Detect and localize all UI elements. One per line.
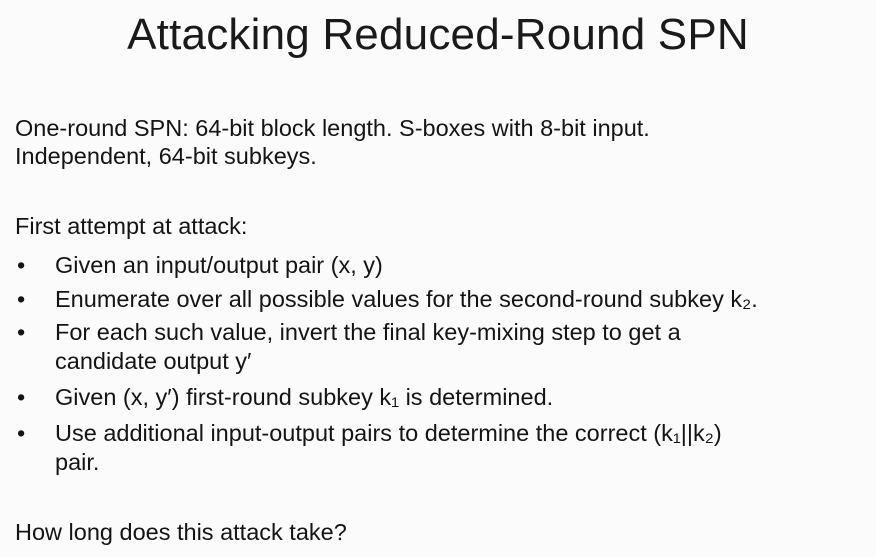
bullet-dot: • — [17, 319, 26, 345]
bullet-dot: • — [17, 420, 26, 446]
closing-question: How long does this attack take? — [15, 519, 347, 545]
bullet-text-line-1: Use additional input-output pairs to det… — [55, 420, 722, 446]
slide-title: Attacking Reduced-Round SPN — [127, 10, 749, 59]
intro-line-2: Independent, 64-bit subkeys. — [15, 143, 317, 169]
bullet-text: Given (x, y′) first-round subkey k₁ is d… — [55, 384, 554, 410]
bullet-text: Enumerate over all possible values for t… — [55, 286, 758, 312]
bullet-dot: • — [17, 252, 26, 278]
bullet-text-line-2: pair. — [55, 449, 100, 475]
bullet-text-line-2: candidate output y′ — [55, 348, 252, 374]
bullet-text: Given an input/output pair (x, y) — [55, 252, 383, 278]
bullet-dot: • — [17, 384, 26, 410]
bullet-text-line-1: For each such value, invert the final ke… — [55, 319, 681, 345]
intro-line-1: One-round SPN: 64-bit block length. S-bo… — [15, 115, 650, 141]
attack-heading: First attempt at attack: — [15, 213, 248, 239]
bullet-dot: • — [17, 286, 26, 312]
